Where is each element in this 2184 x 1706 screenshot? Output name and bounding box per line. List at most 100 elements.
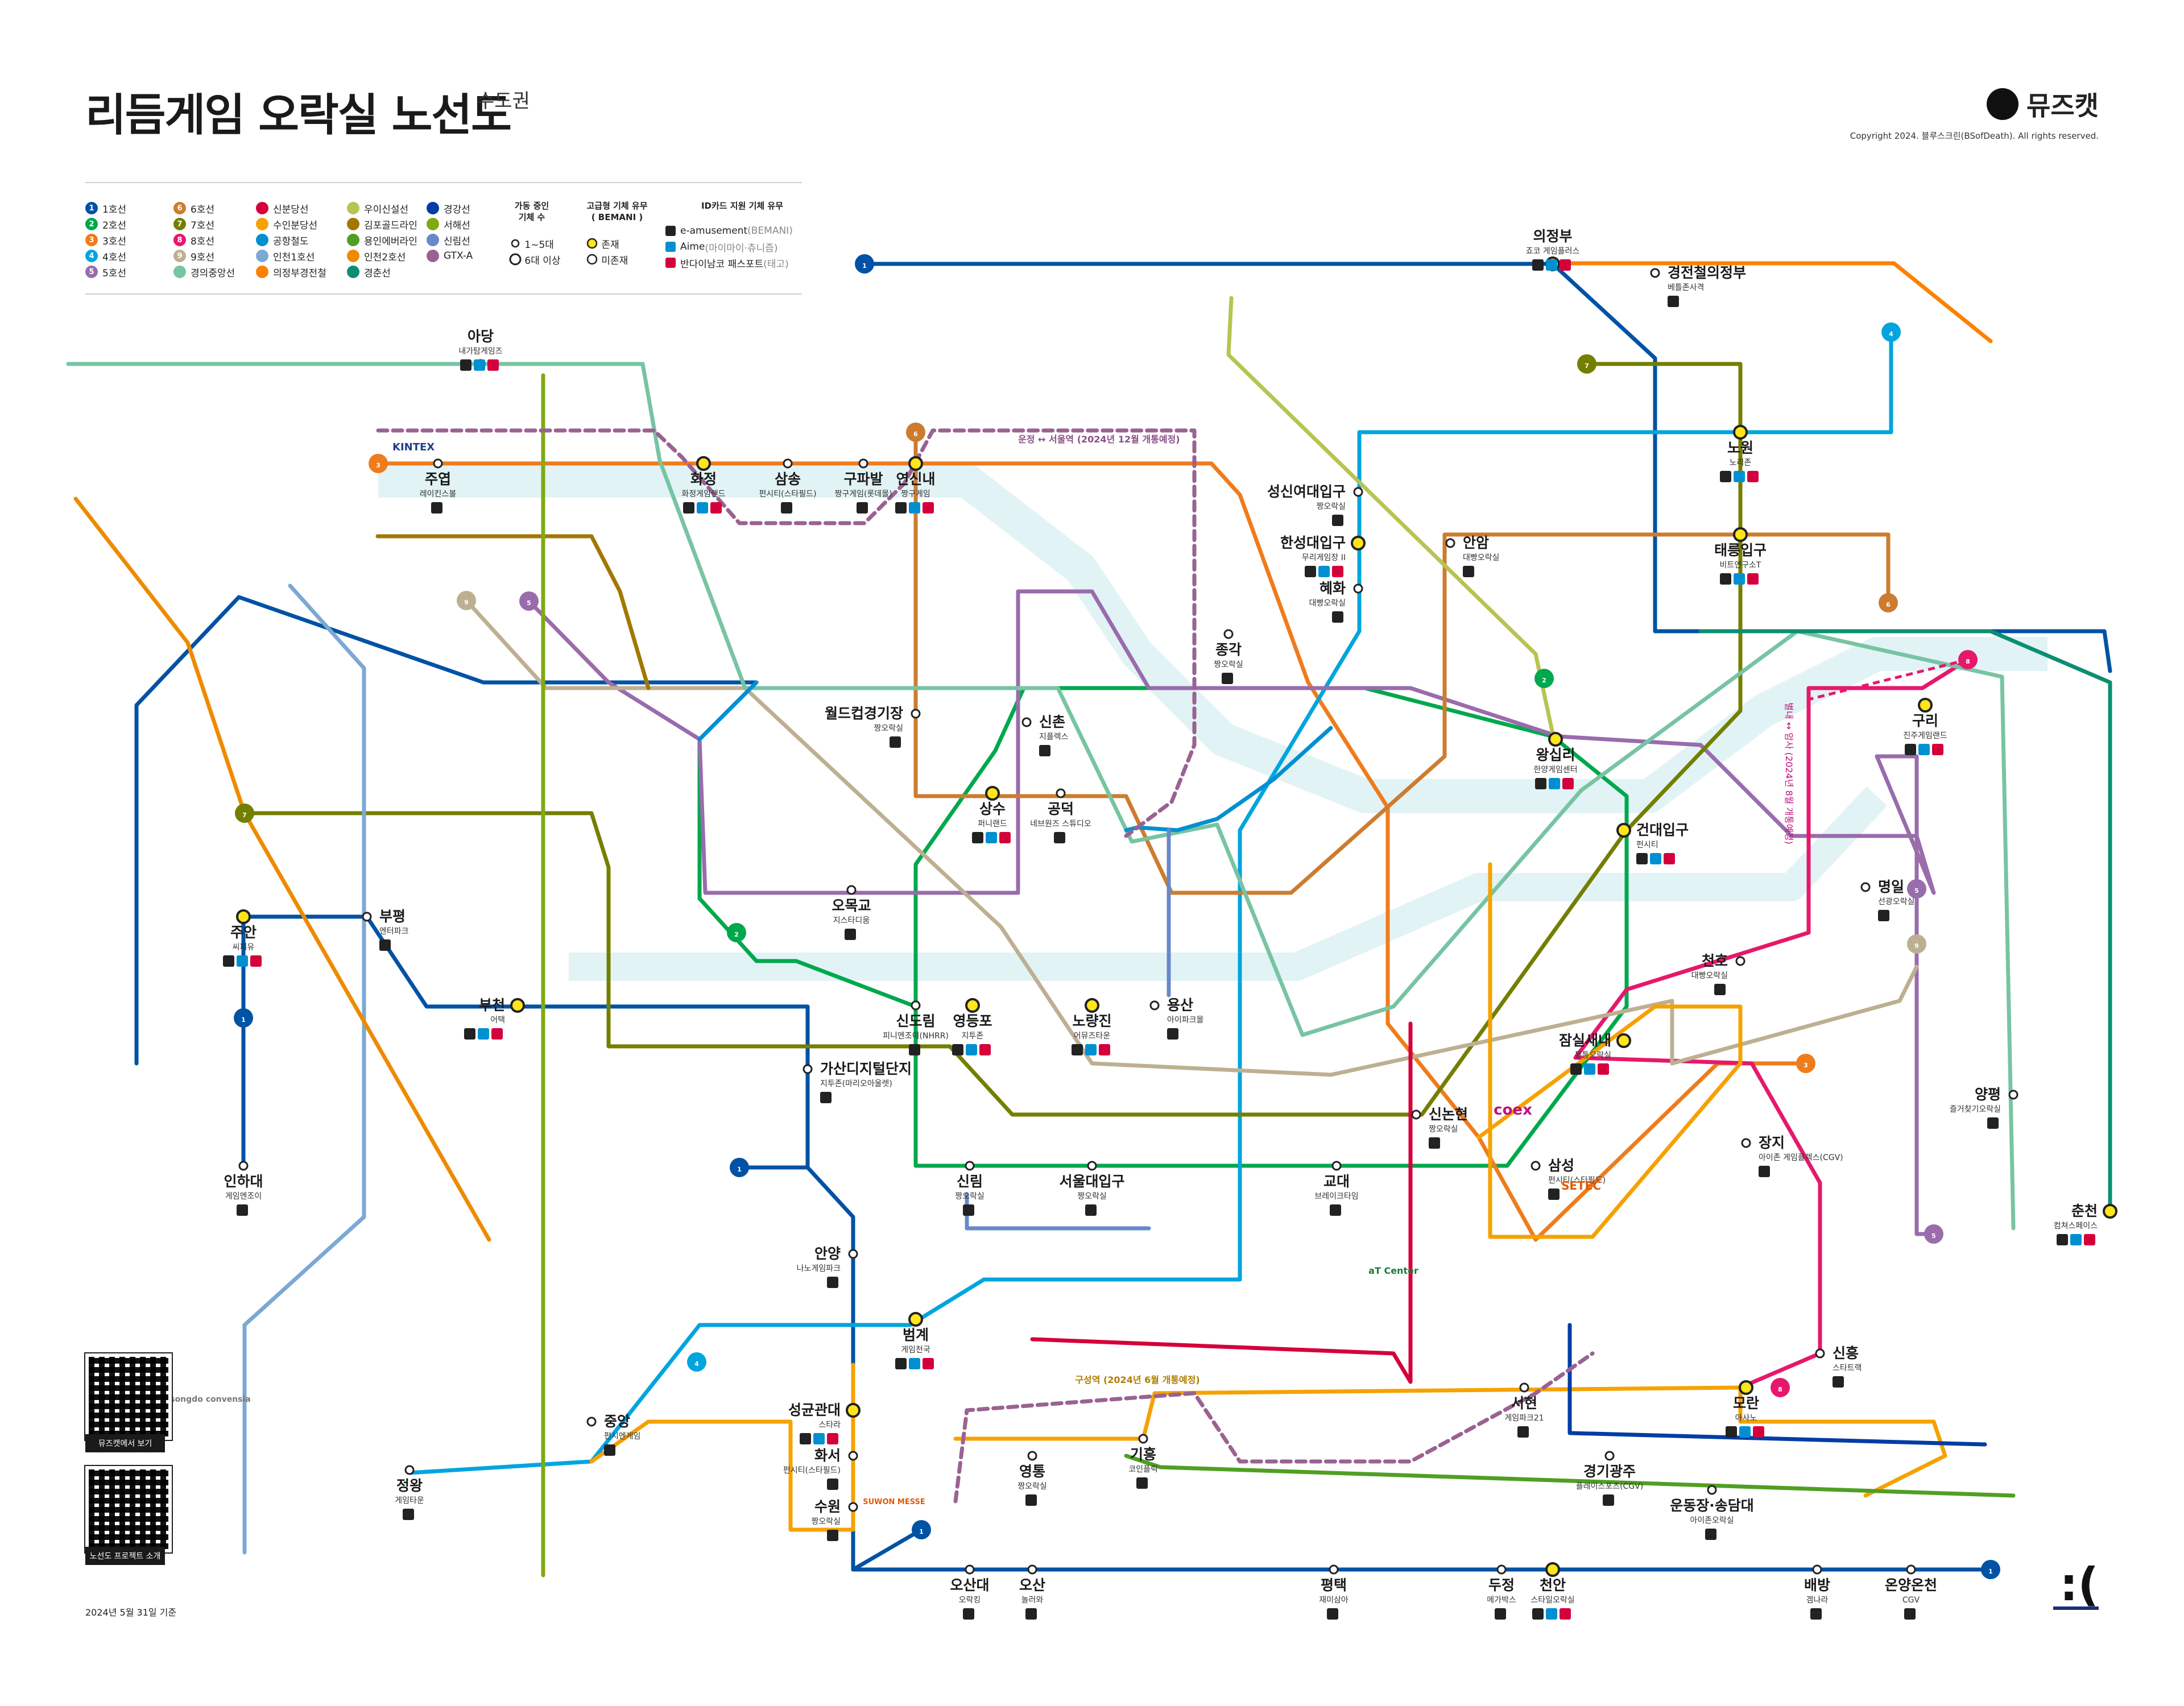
id-card-icon: [909, 1044, 920, 1055]
line-badge-label: 4: [1889, 330, 1893, 338]
legend-line-label: 신분당선: [273, 204, 309, 216]
line-badge-icon: 1: [85, 202, 98, 214]
station-arcade: 무리게임장 II: [1302, 553, 1346, 562]
legend-line-label: 수인분당선: [273, 220, 318, 231]
station-arcade: 화정게임랜드: [681, 490, 725, 499]
station-marker: [1739, 1380, 1753, 1395]
line-path-26: [1567, 1323, 1987, 1447]
station-marker: [848, 1451, 858, 1461]
line-badge-label: 1: [919, 1528, 924, 1535]
id-card-icon: [1918, 744, 1930, 755]
station-arcade: 노리존: [1730, 458, 1752, 467]
station-name: 온양온천: [1885, 1577, 1937, 1593]
station-marker: [1707, 1485, 1717, 1495]
line-badge-icon: [1796, 1054, 1815, 1073]
station-arcade: 게임엔조이: [225, 1192, 262, 1201]
sad-face-logo: :(: [2059, 1558, 2099, 1611]
station-name: 수원: [814, 1498, 841, 1515]
station-name: 명일: [1878, 879, 1904, 895]
station-arcade: 펀시티: [1636, 840, 1658, 850]
station-marker: [803, 1064, 813, 1074]
qr-code-museca[interactable]: [84, 1352, 173, 1441]
station-arcade: 짱오락실: [1214, 660, 1243, 669]
legend-line-label: GTX-A: [444, 250, 473, 262]
line-badge-icon: [1907, 934, 1926, 954]
id-card-icon: [890, 736, 901, 748]
station-marker: [908, 1312, 923, 1327]
id-card-icon: [1085, 1044, 1097, 1055]
station-marker: [1496, 1564, 1507, 1575]
id-card-icon: [999, 832, 1011, 843]
line-path-0: [862, 262, 2112, 673]
id-card-icon: [478, 1028, 489, 1040]
line-path-21: [1226, 296, 1555, 736]
station-name: 종각: [1215, 641, 1242, 658]
station-arcade: 컴쳐스페이스: [2054, 1221, 2098, 1231]
station-marker: [1331, 1161, 1342, 1171]
station-arcade: 브레이크타임: [1314, 1192, 1358, 1201]
line-badge-label: 1: [241, 1016, 246, 1024]
station-marker: [1021, 717, 1032, 727]
station-arcade: 내가탐게임즈: [458, 347, 502, 356]
line-badge-icon: [1534, 669, 1554, 688]
station-name: 연신내: [896, 471, 935, 487]
legend-line-label: 경강선: [444, 204, 470, 216]
station-arcade: 피니엔조이(NHRR): [883, 1032, 949, 1041]
premium-yes-icon: [586, 238, 598, 249]
station-marker: [1604, 1451, 1615, 1461]
legend-line-label: 1호선: [102, 204, 127, 216]
legend-line-label: 경의중앙선: [191, 267, 235, 279]
station-arcade: 엔터파크: [379, 927, 409, 936]
id-card-icon: [813, 1433, 825, 1444]
station-name: 의정부: [1533, 228, 1572, 245]
large-station-icon: [509, 253, 522, 266]
id-card-icon: [237, 1204, 248, 1216]
qr1-label[interactable]: 뮤즈캣에서 보기: [85, 1434, 165, 1452]
station-name: 잠실새내: [1559, 1032, 1611, 1049]
station-marker: [911, 709, 921, 719]
station-marker: [908, 456, 923, 471]
brand[interactable]: 뮤즈캣: [1987, 85, 2099, 123]
line-path-7: [697, 737, 918, 1009]
station-name: 부평: [379, 908, 406, 925]
id-card-icon: [827, 1433, 838, 1444]
id-card-icon: [1598, 1063, 1609, 1075]
line8-extension-note: 별내 ↔ 암사 (2024년 8월 개통예정): [1784, 702, 1794, 844]
station-arcade: 놀러와: [1021, 1596, 1044, 1605]
qr-code-project[interactable]: [84, 1465, 173, 1554]
id-card-icon: [1072, 1044, 1083, 1055]
station-arcade: 지플렉스: [1039, 732, 1069, 742]
line-badge-icon: [1981, 1560, 2000, 1579]
map-annotation: 구성역 (2024년 6월 개통예정): [1075, 1374, 1199, 1385]
station-name: 인하대: [224, 1173, 263, 1190]
station-marker: [848, 1249, 858, 1259]
id-card-icon: [1167, 1028, 1178, 1040]
id-card-icon: [781, 502, 792, 514]
station-name: 안양: [814, 1245, 841, 1262]
station-arcade: 통통오락실: [1575, 1051, 1611, 1060]
brand-name: 뮤즈캣: [2026, 90, 2099, 121]
station-arcade: 지투존: [962, 1032, 984, 1041]
station-name: 오산대: [950, 1577, 989, 1593]
line-badge-icon: [730, 1158, 749, 1177]
station-name: 신림: [957, 1173, 983, 1190]
id-card-icon: [1136, 1477, 1148, 1489]
line-path-16: [1030, 1021, 1413, 1384]
line-path-13: [1573, 657, 1970, 1390]
station-arcade: 베틀존사격: [1668, 283, 1704, 292]
station-marker: [1329, 1564, 1339, 1575]
line-badge-icon: 2: [85, 218, 98, 230]
legend-line-label: 5호선: [102, 267, 127, 279]
id-card-icon: [1905, 744, 1916, 755]
line-badge-label: 7: [1585, 362, 1589, 370]
station-marker: [1445, 538, 1455, 548]
map-annotation: SUWON MESSE: [863, 1498, 925, 1506]
id-card-icon: [1025, 1494, 1037, 1506]
id-card-icon: [1546, 1608, 1557, 1620]
qr2-label[interactable]: 노선도 프로젝트 소개: [85, 1547, 165, 1565]
legend-line-label: 2호선: [102, 220, 127, 231]
id-card-icon: [986, 832, 997, 843]
station-arcade: 겜나라: [1806, 1596, 1829, 1605]
